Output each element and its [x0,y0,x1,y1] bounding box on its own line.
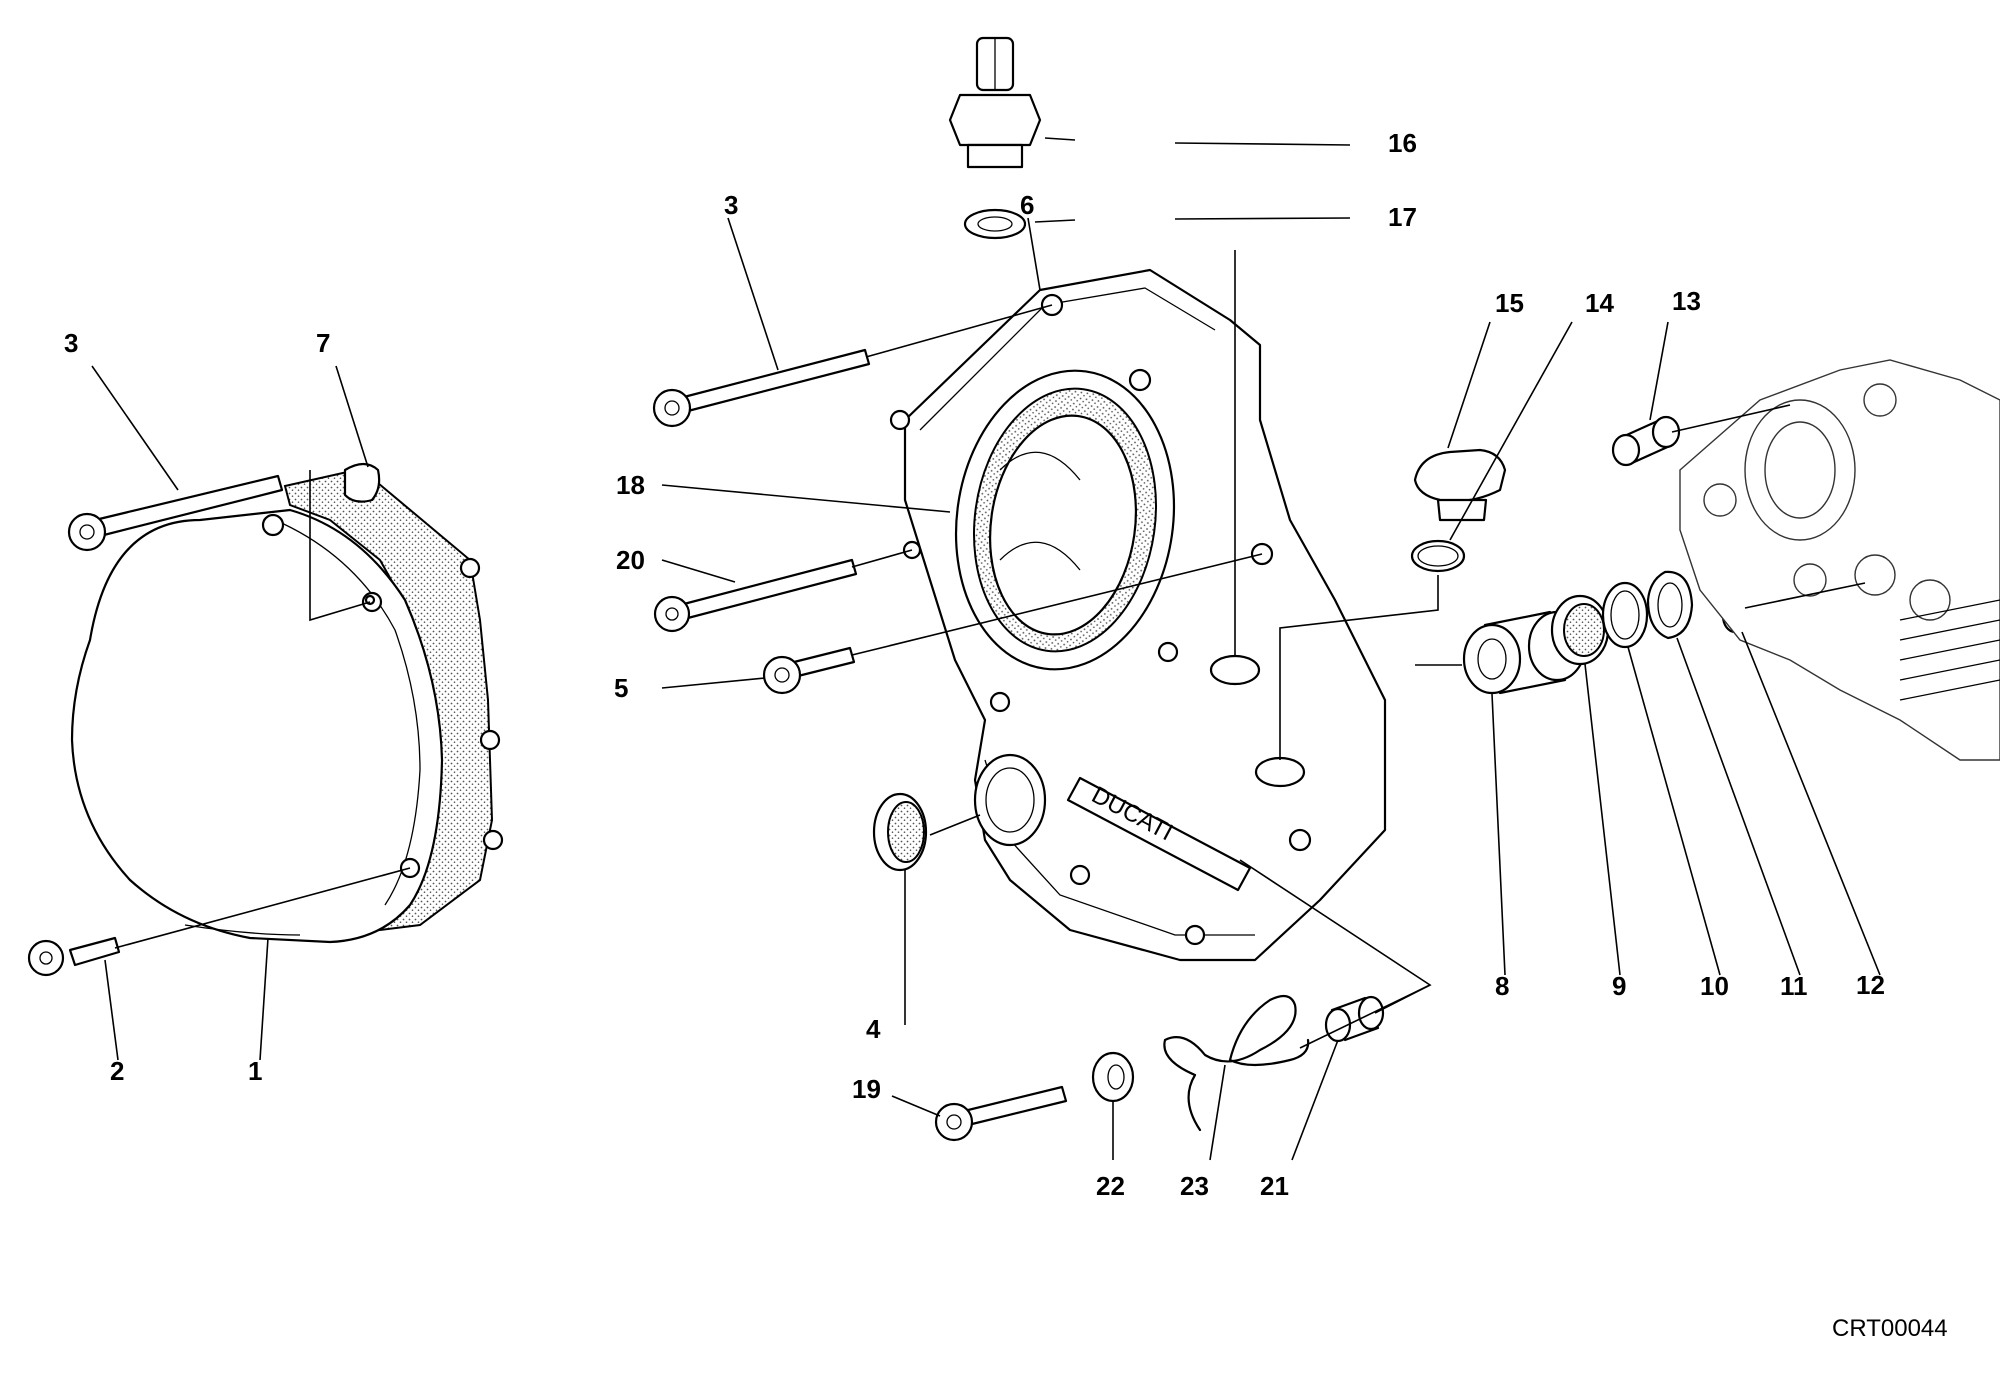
side-cover-part-6: DUCATI [889,268,1387,962]
callout-2: 2 [110,1056,124,1086]
callout-3-left: 3 [64,328,78,358]
seal-part-9 [1550,594,1610,666]
bolt-part-3-left [67,474,284,552]
bolt-part-5 [762,646,856,695]
bushing-part-13 [1611,415,1681,467]
callout-3-center: 3 [724,190,738,220]
washer-part-10 [1601,581,1649,649]
callout-20: 20 [616,545,645,575]
callout-16: 16 [1388,128,1417,158]
callout-12: 12 [1856,970,1885,1000]
callout-10: 10 [1700,971,1729,1001]
callout-7: 7 [316,328,330,358]
crankcase-outline [1679,359,2000,761]
sensor-part-16 [948,36,1042,169]
callout-5: 5 [614,673,628,703]
callout-8: 8 [1495,971,1509,1001]
callout-13: 13 [1672,286,1701,316]
clutch-cover-part-1 [70,508,444,944]
plug-part-15 [1413,448,1507,522]
circlip-part-11 [1646,570,1694,640]
o-ring-part-14 [1410,539,1466,573]
callout-1: 1 [248,1056,262,1086]
clip-part-23 [1163,994,1310,1132]
callout-23: 23 [1180,1171,1209,1201]
callout-4: 4 [866,1014,881,1044]
callout-18: 18 [616,470,645,500]
callout-17: 17 [1388,202,1417,232]
washer-part-17 [963,208,1027,240]
callout-9: 9 [1612,971,1626,1001]
leader-lines [91,137,1881,1161]
callout-labels: 1 2 3 7 3 6 18 20 5 4 16 17 15 14 13 8 9… [64,128,1885,1201]
bolt-part-19 [934,1085,1068,1142]
callout-6: 6 [1020,190,1034,220]
seal-part-4 [872,792,928,872]
bolt-part-3-center [652,348,871,428]
callout-21: 21 [1260,1171,1289,1201]
reference-code: CRT00044 [1832,1315,1948,1342]
callout-14: 14 [1585,288,1614,318]
callout-19: 19 [852,1074,881,1104]
callout-11: 11 [1780,971,1808,1001]
bolt-part-2 [27,936,121,977]
bushing-part-21 [1324,995,1385,1043]
washer-part-22 [1091,1051,1135,1103]
bolt-part-20 [653,558,858,633]
callout-22: 22 [1096,1171,1125,1201]
callout-15: 15 [1495,288,1524,318]
